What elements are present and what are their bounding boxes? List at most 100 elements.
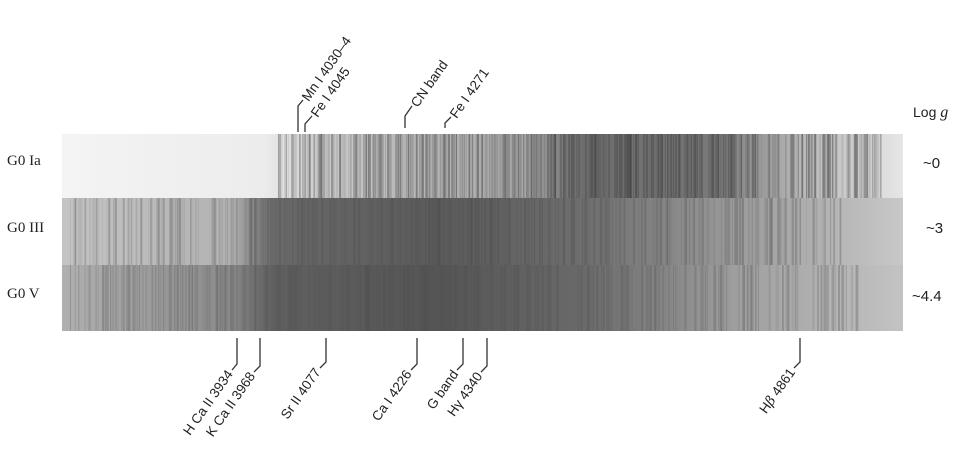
absorption-line [463, 265, 465, 331]
absorption-line [358, 265, 359, 331]
absorption-line [442, 198, 445, 265]
absorption-line [835, 134, 838, 198]
absorption-line [539, 134, 541, 198]
absorption-line [867, 134, 869, 198]
absorption-line [588, 134, 590, 198]
absorption-line [97, 265, 99, 331]
leader-h-ca-ii [231, 338, 238, 371]
absorption-line [449, 198, 451, 265]
absorption-line [292, 134, 295, 198]
absorption-line [673, 265, 674, 331]
absorption-line [740, 134, 743, 198]
absorption-line [609, 134, 611, 198]
absorption-line [607, 134, 610, 198]
spectrum-strip-g0-v [62, 265, 903, 331]
absorption-line [638, 134, 639, 198]
absorption-line [395, 134, 398, 198]
absorption-line [316, 198, 318, 265]
absorption-line [663, 134, 666, 198]
absorption-line [314, 198, 317, 265]
absorption-line [438, 198, 440, 265]
absorption-line [665, 198, 668, 265]
absorption-line [380, 198, 383, 265]
absorption-line [830, 134, 831, 198]
absorption-line [825, 198, 826, 265]
absorption-line [340, 134, 342, 198]
absorption-line [470, 134, 471, 198]
absorption-line [724, 198, 727, 265]
absorption-line [684, 134, 686, 198]
absorption-line [554, 198, 557, 265]
absorption-line [305, 198, 306, 265]
absorption-line [158, 198, 161, 265]
absorption-line [297, 265, 300, 331]
absorption-line [700, 198, 702, 265]
absorption-line [236, 198, 238, 265]
absorption-line [369, 134, 371, 198]
absorption-line [278, 134, 280, 198]
absorption-line [619, 134, 621, 198]
absorption-line [340, 198, 343, 265]
absorption-line [683, 134, 685, 198]
absorption-line [519, 198, 522, 265]
absorption-line [121, 265, 123, 331]
absorption-line [654, 198, 655, 265]
leader-ca-i [410, 338, 418, 371]
absorption-line [314, 265, 317, 331]
absorption-line [318, 134, 320, 198]
absorption-line [660, 134, 663, 198]
absorption-line [113, 198, 115, 265]
absorption-line [655, 265, 657, 331]
absorption-line [345, 134, 347, 198]
absorption-line [511, 134, 514, 198]
absorption-line [604, 134, 606, 198]
absorption-line [425, 198, 427, 265]
absorption-line [620, 265, 623, 331]
absorption-line [823, 265, 826, 331]
absorption-line [727, 265, 729, 331]
absorption-line [151, 265, 154, 331]
absorption-line [175, 265, 178, 331]
absorption-line [855, 134, 859, 198]
absorption-line [838, 265, 840, 331]
absorption-line [236, 265, 238, 331]
absorption-line [553, 134, 556, 198]
absorption-line [859, 134, 860, 198]
absorption-line [742, 198, 744, 265]
absorption-line [738, 198, 741, 265]
absorption-line [103, 265, 105, 331]
absorption-line [276, 265, 278, 331]
absorption-line [89, 198, 91, 265]
absorption-line [258, 265, 261, 331]
absorption-line [527, 134, 529, 198]
absorption-line [535, 265, 537, 331]
absorption-line [79, 198, 81, 265]
absorption-line [431, 134, 433, 198]
absorption-line [502, 134, 505, 198]
absorption-line [833, 265, 835, 331]
absorption-line [161, 198, 163, 265]
absorption-line [327, 134, 330, 198]
absorption-line [122, 198, 125, 265]
absorption-line [758, 198, 760, 265]
absorption-line [727, 198, 730, 265]
absorption-line [98, 198, 100, 265]
absorption-line [854, 134, 857, 198]
absorption-line [334, 198, 335, 265]
absorption-line [140, 198, 143, 265]
absorption-line [518, 134, 520, 198]
bottom-leader-lines [231, 338, 801, 373]
absorption-line [342, 265, 344, 331]
leader-mn-i [297, 99, 304, 132]
absorption-line [579, 134, 580, 198]
log-g-header: Log g [913, 104, 948, 122]
absorption-line [447, 198, 450, 265]
absorption-line [543, 134, 545, 198]
absorption-line [614, 134, 616, 198]
absorption-line [231, 198, 233, 265]
absorption-line [668, 198, 670, 265]
absorption-line [636, 134, 638, 198]
absorption-line [177, 265, 179, 331]
absorption-line [250, 198, 253, 265]
